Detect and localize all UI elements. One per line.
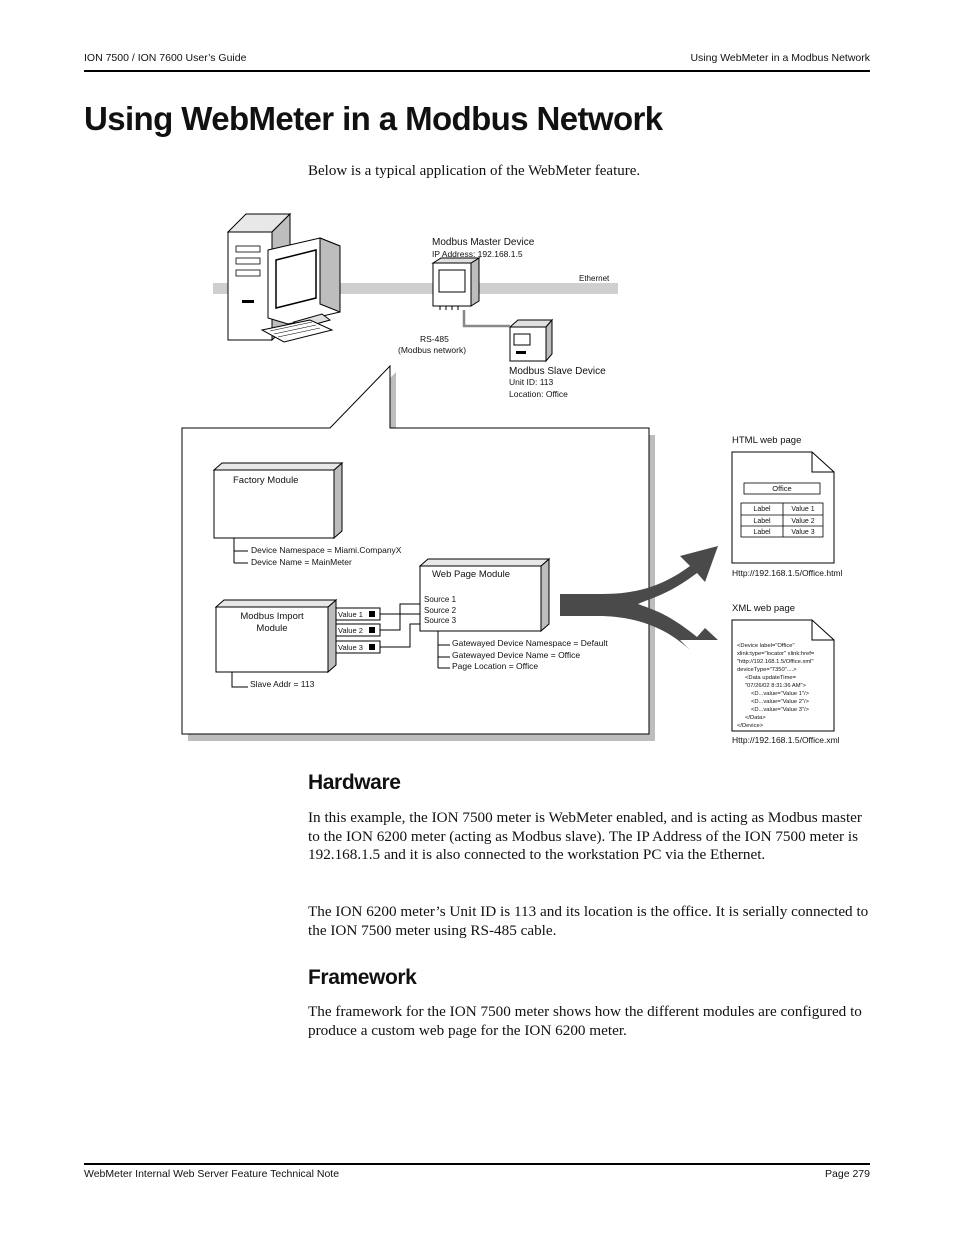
master-device-label: Modbus Master Device (432, 237, 535, 248)
gw-namespace-label: Gatewayed Device Namespace = Default (452, 638, 608, 648)
output-split-arrow (560, 546, 718, 650)
xml-line-3: "http://192.168.1.5/Office.xml" (737, 659, 814, 665)
xml-line-2: xlink:type="locator" xlink:href= (737, 651, 815, 657)
factory-module-label: Factory Module (233, 475, 298, 486)
page-title: Using WebMeter in a Modbus Network (84, 100, 663, 137)
value-1-label: Value 1 (338, 610, 363, 619)
html-table-label-3: Label (753, 529, 771, 536)
source-2-label: Source 2 (424, 606, 457, 615)
value-outputs (335, 607, 381, 654)
modbus-slave-device-icon (508, 318, 554, 363)
import-module-label-2: Module (256, 623, 287, 634)
rs485-label: RS-485 (420, 334, 449, 344)
device-namespace-label: Device Namespace = Miami.CompanyX (251, 545, 402, 555)
header-guide-title: ION 7500 / ION 7600 User’s Guide (84, 52, 247, 64)
webmeter-diagram: Modbus Master Device IP Address: 192.168… (181, 212, 843, 745)
web-page-module-box (419, 565, 542, 632)
header-section-title: Using WebMeter in a Modbus Network (690, 52, 870, 64)
xml-url-label: Http://192.168.1.5/Office.xml (732, 735, 840, 745)
value-3-label: Value 3 (338, 643, 363, 652)
header-rule (84, 70, 870, 72)
ethernet-label: Ethernet (579, 274, 610, 283)
xml-page-doc (731, 619, 835, 732)
xml-page-title: XML web page (732, 603, 795, 614)
xml-line-10: </Data> (745, 715, 766, 721)
gw-name-label: Gatewayed Device Name = Office (452, 650, 580, 660)
page-location-label: Page Location = Office (452, 661, 538, 671)
value-source-wires (380, 603, 420, 648)
framework-paragraph: The framework for the ION 7500 meter sho… (308, 1003, 862, 1039)
modbus-network-label: (Modbus network) (398, 345, 466, 355)
master-ip-label: IP Address: 192.168.1.5 (432, 249, 523, 259)
footer-page-number: Page 279 (825, 1168, 870, 1180)
html-table-label-2: Label (753, 518, 771, 525)
xml-line-4: deviceType="7350"....> (737, 667, 797, 673)
xml-line-9: <D...value="Value 3"/> (751, 707, 810, 713)
modbus-import-module-box (215, 606, 329, 673)
intro-text: Below is a typical application of the We… (308, 163, 641, 179)
html-table-label-1: Label (753, 506, 771, 513)
footer-doc-title: WebMeter Internal Web Server Feature Tec… (84, 1168, 340, 1180)
html-page-title: HTML web page (732, 435, 801, 446)
import-module-label-1: Modbus Import (240, 611, 304, 622)
xml-line-11: </Device> (737, 723, 764, 729)
slave-location-label: Location: Office (509, 389, 568, 399)
factory-module-box (213, 469, 335, 539)
slave-device-label: Modbus Slave Device (509, 366, 606, 377)
hardware-paragraph-2: The ION 6200 meter’s Unit ID is 113 and … (308, 903, 869, 939)
hardware-heading: Hardware (308, 771, 401, 794)
framework-heading: Framework (308, 966, 417, 989)
hardware-paragraph-1: In this example, the ION 7500 meter is W… (308, 809, 862, 864)
html-table-value-2: Value 2 (791, 518, 814, 525)
source-1-label: Source 1 (424, 595, 457, 604)
html-value-table (740, 502, 824, 538)
rs485-cable (462, 310, 510, 328)
xml-line-7: <D...value="Value 1"/> (751, 691, 810, 697)
xml-line-6: "07/26/02 8:31:36 AM"> (745, 683, 807, 689)
slave-addr-label: Slave Addr = 113 (250, 679, 315, 689)
xml-line-5: <Data updateTime= (745, 675, 797, 681)
ethernet-bar (213, 283, 618, 294)
device-name-label: Device Name = MainMeter (251, 557, 352, 567)
workstation-pc-icon (226, 212, 341, 343)
web-page-module-label: Web Page Module (432, 569, 510, 580)
slave-unit-label: Unit ID: 113 (509, 377, 554, 387)
html-table-value-3: Value 3 (791, 529, 814, 536)
html-office-label: Office (772, 484, 791, 493)
value-2-label: Value 2 (338, 626, 363, 635)
html-table-value-1: Value 1 (791, 506, 814, 513)
html-url-label: Http://192.168.1.5/Office.html (732, 568, 843, 578)
xml-line-8: <D...value="Value 2"/> (751, 699, 810, 705)
xml-line-1: <Device label="Office" (737, 643, 795, 649)
footer-rule (84, 1163, 870, 1165)
modbus-master-device-icon (431, 257, 481, 310)
source-3-label: Source 3 (424, 616, 457, 625)
